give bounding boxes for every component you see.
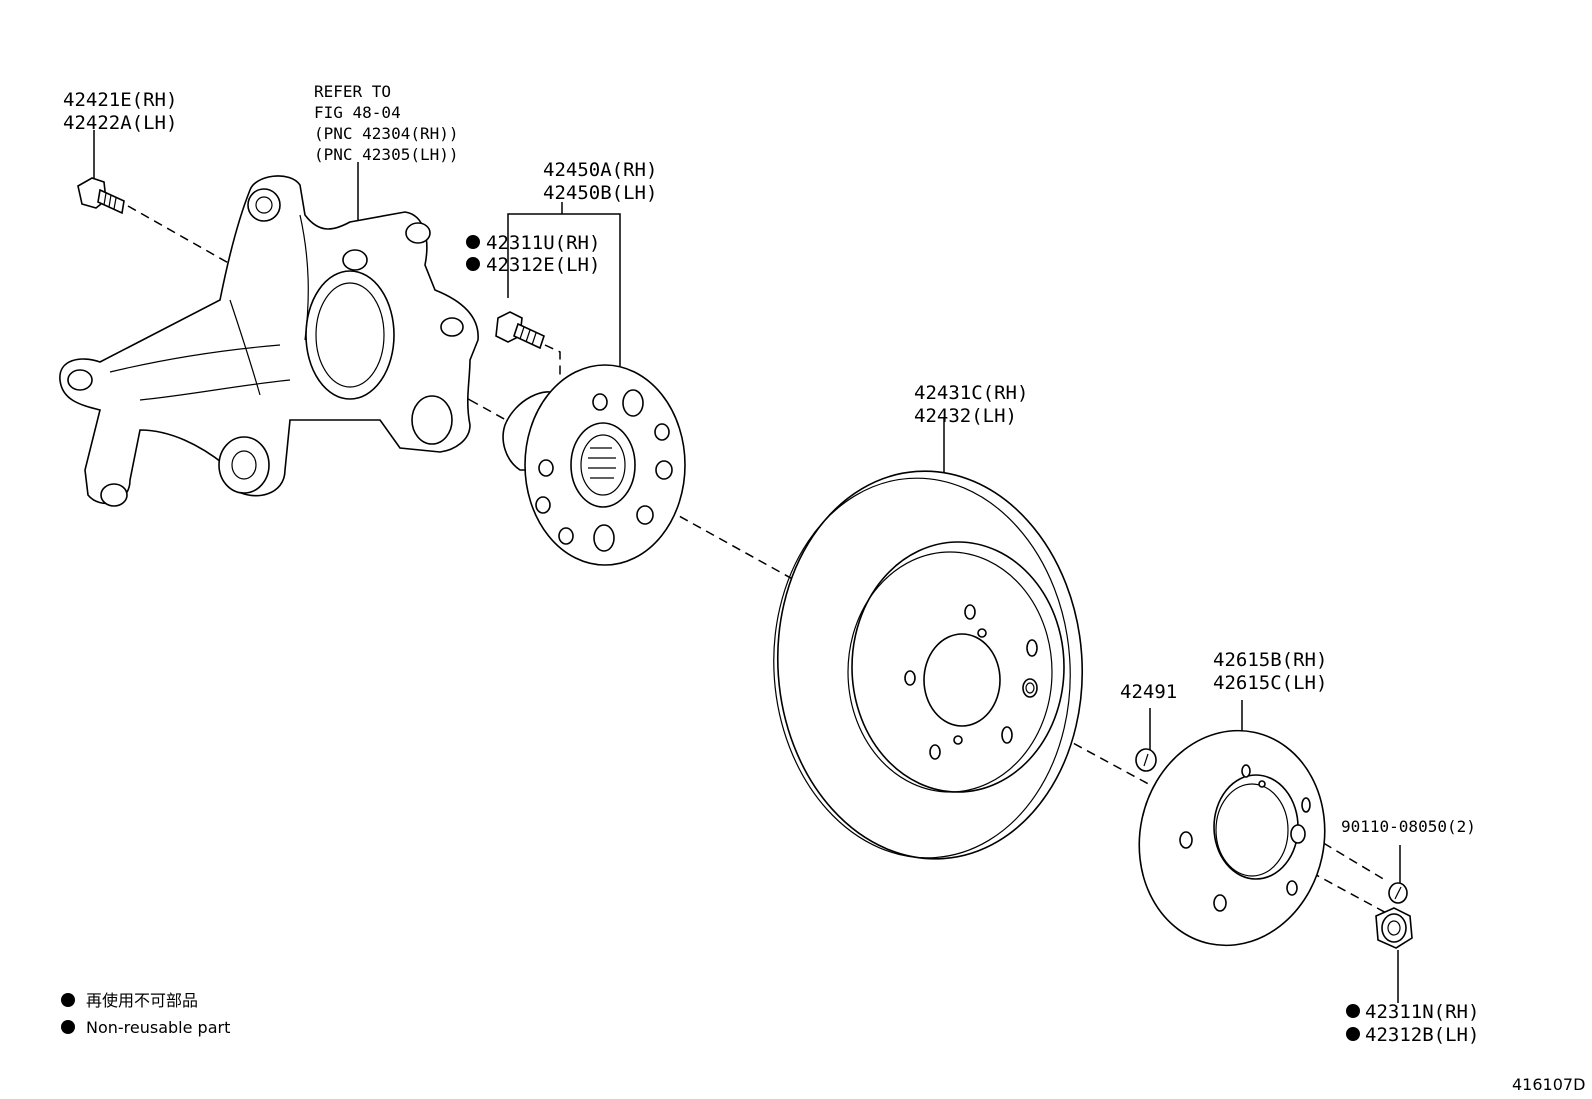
brake-disc — [773, 418, 1084, 860]
legend-english: Non-reusable part — [86, 1018, 230, 1037]
hub-nut — [1375, 907, 1413, 1003]
label-hub-rh: 42450A(RH) — [543, 159, 657, 181]
label-plate-lh: 42615C(LH) — [1213, 672, 1327, 694]
knuckle-bolt — [77, 130, 125, 215]
label-nut-lh: 42312B(LH) — [1365, 1024, 1479, 1046]
legend: 再使用不可部品 Non-reusable part — [61, 991, 230, 1037]
dust-cover-plate — [1138, 700, 1326, 947]
label-bolt-rh: 42421E(RH) — [63, 89, 177, 111]
part-labels: 42421E(RH) 42422A(LH) REFER TO FIG 48-04… — [63, 82, 1479, 1046]
label-hub-bolt-rh: 42311U(RH) — [486, 232, 600, 254]
label-plug: 42491 — [1120, 681, 1177, 703]
label-screw: 90110-08050(2) — [1341, 817, 1476, 836]
label-refer-1: REFER TO — [314, 82, 391, 101]
label-refer-2: FIG 48-04 — [314, 103, 401, 122]
non-reusable-marker — [466, 235, 480, 249]
legend-marker — [61, 1020, 75, 1034]
non-reusable-marker — [466, 257, 480, 271]
non-reusable-marker — [1346, 1027, 1360, 1041]
label-hub-bolt-lh: 42312E(LH) — [486, 254, 600, 276]
legend-marker — [61, 993, 75, 1007]
legend-japanese: 再使用不可部品 — [86, 991, 198, 1010]
figure-code: 416107D — [1512, 1075, 1585, 1094]
screw — [1388, 845, 1408, 904]
hub-bolt — [495, 311, 545, 350]
hub-bearing-assembly — [502, 202, 686, 566]
non-reusable-marker — [1346, 1004, 1360, 1018]
label-refer-4: (PNC 42305(LH)) — [314, 145, 459, 164]
hole-plug — [1135, 708, 1157, 772]
label-plate-rh: 42615B(RH) — [1213, 649, 1327, 671]
label-nut-rh: 42311N(RH) — [1365, 1001, 1479, 1023]
label-hub-lh: 42450B(LH) — [543, 182, 657, 204]
label-refer-3: (PNC 42304(RH)) — [314, 124, 459, 143]
label-bolt-lh: 42422A(LH) — [63, 112, 177, 134]
label-disc-lh: 42432(LH) — [914, 405, 1017, 427]
steering-knuckle — [59, 162, 479, 507]
label-disc-rh: 42431C(RH) — [914, 382, 1028, 404]
